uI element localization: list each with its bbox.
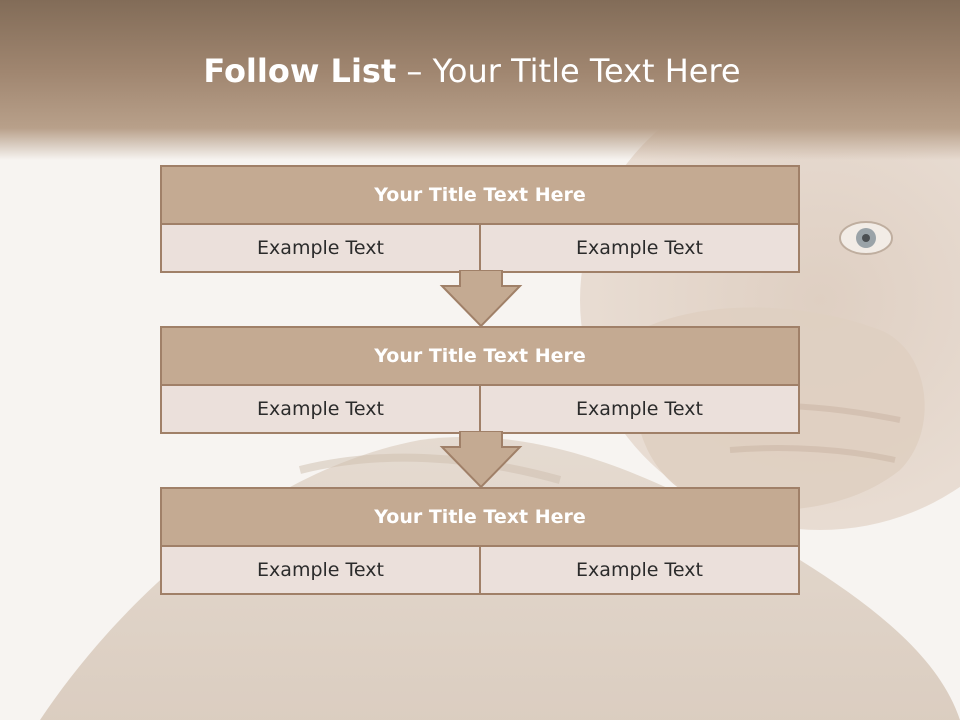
step-cell-right: Example Text <box>479 547 798 593</box>
step-box-1: Your Title Text Here Example Text Exampl… <box>160 165 800 273</box>
step-cell-right: Example Text <box>479 386 798 432</box>
step-title: Your Title Text Here <box>162 167 798 225</box>
step-title: Your Title Text Here <box>162 489 798 547</box>
step-cell-left: Example Text <box>162 547 479 593</box>
header-band <box>0 0 960 160</box>
slide-title-bold: Follow List <box>203 52 397 90</box>
slide-title: Follow List – Your Title Text Here <box>0 52 944 90</box>
step-box-3: Your Title Text Here Example Text Exampl… <box>160 487 800 595</box>
step-box-2: Your Title Text Here Example Text Exampl… <box>160 326 800 434</box>
slide-title-rest: – Your Title Text Here <box>396 52 741 90</box>
step-cell-left: Example Text <box>162 225 479 271</box>
down-arrow-icon <box>439 270 523 328</box>
down-arrow-icon <box>439 431 523 489</box>
step-cell-left: Example Text <box>162 386 479 432</box>
step-title: Your Title Text Here <box>162 328 798 386</box>
step-cell-right: Example Text <box>479 225 798 271</box>
